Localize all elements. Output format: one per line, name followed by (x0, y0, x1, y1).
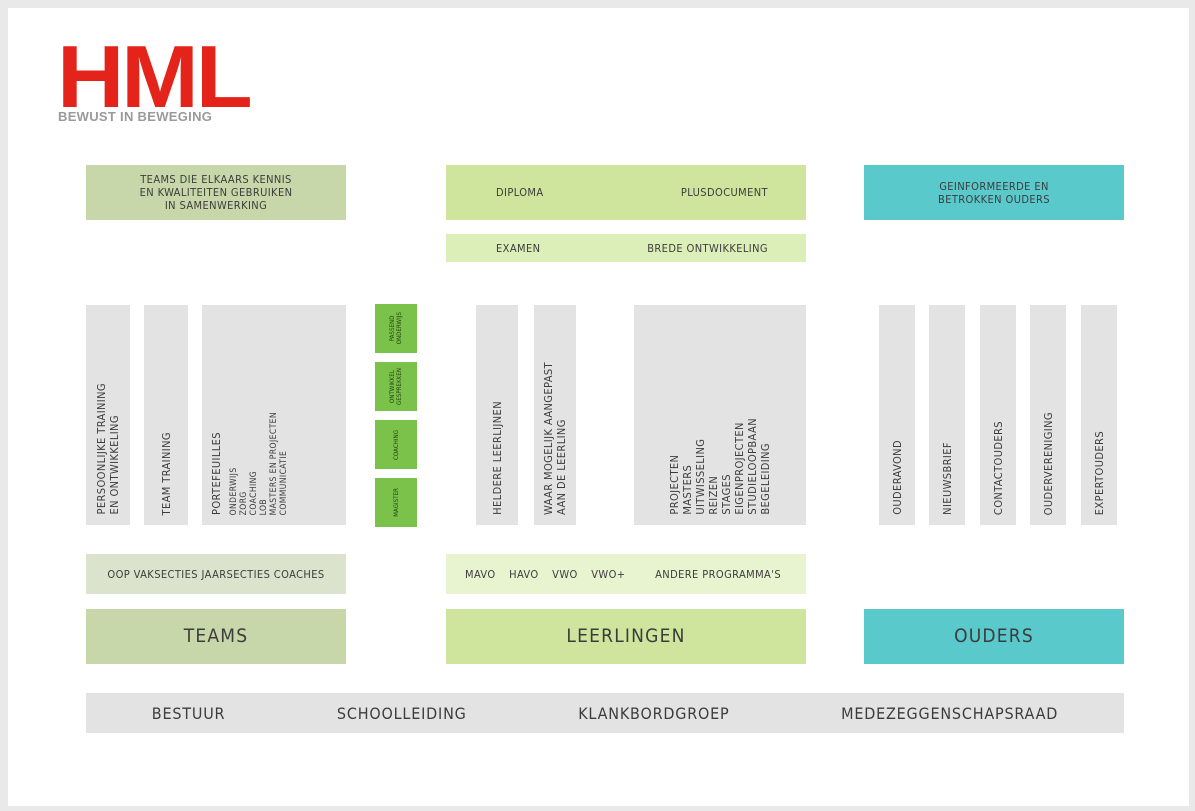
green-cell-magister: MAGISTER (375, 478, 417, 527)
column-ouderavond: OUDERAVOND (879, 305, 915, 525)
diploma-label: DIPLOMA (496, 186, 544, 199)
foundation-medezeggenschapsraad: MEDEZEGGENSCHAPSRAAD (841, 703, 1059, 723)
column-label: WAAR MOGELIJK AANGEPAST AAN DE LEERLING (542, 362, 568, 515)
column-team-training: TEAM TRAINING (144, 305, 188, 525)
column-contactouders: CONTACTOUDERS (980, 305, 1016, 525)
teams-goal-box: TEAMS DIE ELKAARS KENNIS EN KWALITEITEN … (86, 165, 346, 220)
diagram-canvas: HML BEWUST IN BEWEGING TEAMS DIE ELKAARS… (8, 8, 1189, 806)
diploma-box: DIPLOMA PLUSDOCUMENT (446, 165, 806, 220)
pillar-teams: TEAMS (86, 609, 346, 664)
level-vwo-plus: VWO+ (591, 567, 626, 581)
brede-ontwikkeling-label: BREDE ONTWIKKELING (647, 241, 768, 255)
column-label: OUDERAVOND (890, 440, 904, 515)
level-mavo: MAVO (465, 567, 496, 581)
leerlingen-subrow: MAVO HAVO VWO VWO+ ANDERE PROGRAMMA'S (446, 554, 806, 594)
foundation-schoolleiding: SCHOOLLEIDING (336, 703, 467, 723)
column-label: TEAM TRAINING (159, 431, 173, 516)
column-label: PERSOONLIJKE TRAINING EN ONTWIKKELING (95, 383, 121, 515)
column-label: CONTACTOUDERS (991, 420, 1005, 515)
green-cell-coaching: COACHING (375, 420, 417, 469)
green-cell-label: ONTWIKKEL GESPREKKEN (389, 368, 403, 405)
column-label: OUDERVERENIGING (1041, 411, 1055, 515)
logo-tagline: BEWUST IN BEWEGING (58, 109, 213, 124)
column-waar-mogelijk-aangepast: WAAR MOGELIJK AANGEPAST AAN DE LEERLING (534, 305, 576, 525)
column-label: HELDERE LEERLIJNEN (490, 401, 504, 515)
column-label: EXPERTOUDERS (1092, 430, 1106, 515)
level-vwo: VWO (552, 567, 578, 581)
ouders-goal-box: GEINFORMEERDE EN BETROKKEN OUDERS (864, 165, 1124, 220)
column-persoonlijke-training: PERSOONLIJKE TRAINING EN ONTWIKKELING (86, 305, 130, 525)
column-projecten: PROJECTEN MASTERS UITWISSELING REIZEN ST… (634, 305, 806, 525)
column-label: NIEUWSBRIEF (940, 442, 954, 515)
green-cell-label: MAGISTER (392, 488, 400, 517)
foundation-klankbordgroep: KLANKBORDGROEP (578, 703, 730, 723)
portefeuilles-title: PORTEFEUILLES (210, 432, 223, 515)
foundation-bestuur: BESTUUR (151, 703, 226, 723)
column-nieuwsbrief: NIEUWSBRIEF (929, 305, 965, 525)
hml-logo: HML (57, 27, 253, 126)
teams-subrow: OOP VAKSECTIES JAARSECTIES COACHES (86, 554, 346, 594)
andere-programmas: ANDERE PROGRAMMA'S (655, 567, 781, 581)
portefeuilles-items: ONDERWIJS ZORG COACHING LOB MASTERS EN P… (229, 411, 289, 515)
plusdocument-label: PLUSDOCUMENT (680, 186, 768, 199)
level-havo: HAVO (509, 567, 539, 581)
pillar-ouders: OUDERS (864, 609, 1124, 664)
green-cell-ontwikkelgesprekken: ONTWIKKEL GESPREKKEN (375, 362, 417, 411)
green-cell-label: PASSEND ONDERWIJS (389, 312, 403, 345)
foundation-bar: BESTUUR SCHOOLLEIDING KLANKBORDGROEP MED… (86, 693, 1124, 733)
green-cell-label: COACHING (392, 429, 400, 460)
pillar-leerlingen: LEERLINGEN (446, 609, 806, 664)
column-portefeuilles: PORTEFEUILLES ONDERWIJS ZORG COACHING LO… (202, 305, 346, 525)
column-expertouders: EXPERTOUDERS (1081, 305, 1117, 525)
column-label: PROJECTEN MASTERS UITWISSELING REIZEN ST… (668, 418, 772, 515)
examen-box: EXAMEN BREDE ONTWIKKELING (446, 234, 806, 262)
examen-label: EXAMEN (496, 241, 541, 255)
column-heldere-leerlijnen: HELDERE LEERLIJNEN (476, 305, 518, 525)
column-oudervereniging: OUDERVERENIGING (1030, 305, 1066, 525)
levels-group: MAVO HAVO VWO VWO+ (460, 568, 631, 581)
green-cell-passend-onderwijs: PASSEND ONDERWIJS (375, 304, 417, 353)
